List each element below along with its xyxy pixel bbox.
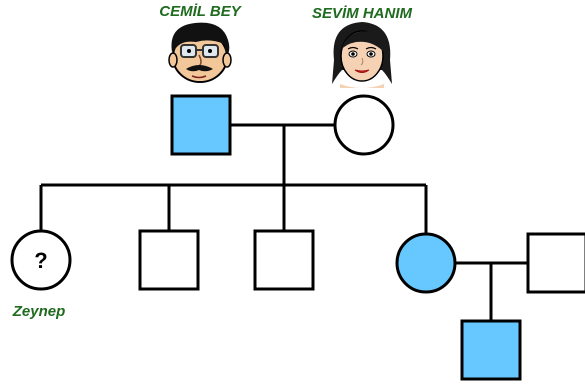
father-name-label: CEMİL BEY [159,3,242,20]
unknown-status-mark: ? [34,248,47,273]
son-2-unaffected-male [253,229,315,291]
cartoon-man-face-icon [168,22,232,83]
daughter-affected-female [395,232,457,294]
son-in-law-unaffected-male [526,232,585,294]
father-affected-male [170,94,232,156]
grandson-affected-male [460,319,522,381]
son-1-unaffected-male [138,229,200,291]
cartoon-woman-face-icon [332,22,392,88]
mother-name-label: SEVİM HANIM [312,5,413,22]
zeynep-unknown-female [10,229,72,291]
mother-unaffected-female [333,94,395,156]
pedigree-lines [39,123,528,321]
zeynep-name-label: Zeynep [12,303,66,320]
